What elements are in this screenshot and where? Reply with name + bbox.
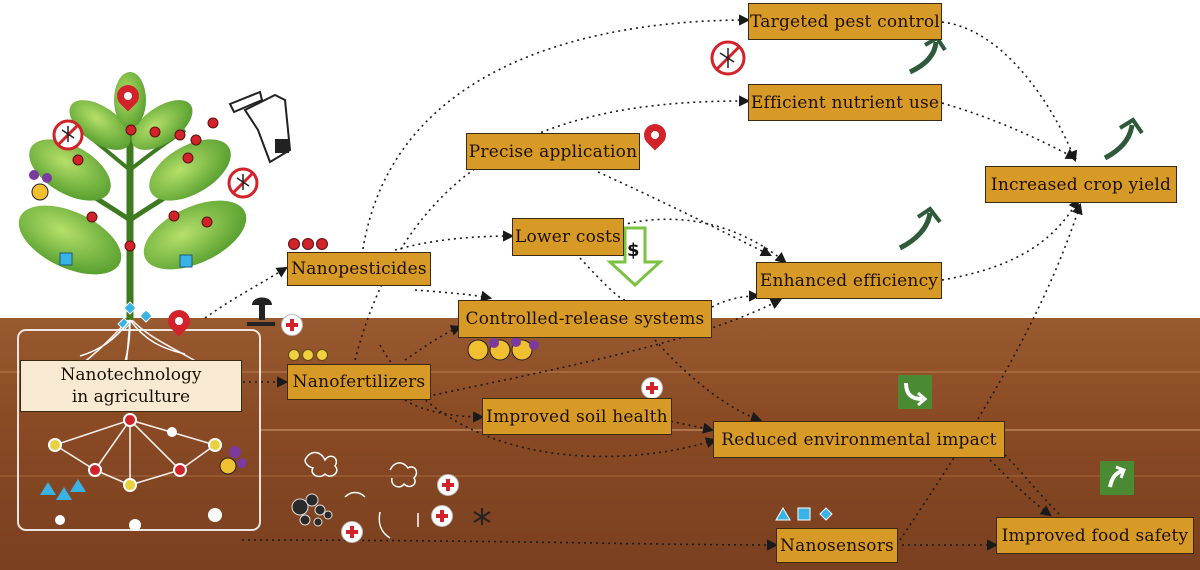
mosquito-ban-icon bbox=[52, 40, 746, 199]
edge bbox=[414, 289, 493, 302]
red-dot-icon bbox=[288, 238, 300, 250]
dollar-icon: $ bbox=[627, 240, 640, 261]
edge bbox=[941, 198, 1080, 281]
node-reduced-environmental-impact: Reduced environmental impact bbox=[713, 421, 1005, 458]
root-network-nodes bbox=[48, 413, 222, 531]
edge bbox=[597, 171, 773, 257]
node-efficient-nutrient-use: Efficient nutrient use bbox=[748, 84, 942, 121]
triangle-markers bbox=[40, 479, 86, 500]
plant-icon bbox=[12, 72, 248, 363]
node-controlled-release-systems: Controlled-release systems bbox=[458, 300, 712, 338]
red-dot-icon bbox=[302, 238, 314, 250]
red-cross-icon bbox=[437, 474, 459, 496]
edge bbox=[711, 290, 761, 308]
edge bbox=[204, 266, 288, 319]
sensor-shapes-icon bbox=[775, 507, 833, 521]
node-enhanced-efficiency: Enhanced efficiency bbox=[756, 262, 942, 299]
node-lower-costs: Lower costs bbox=[512, 218, 624, 256]
green-turn-arrow-icon bbox=[898, 375, 932, 409]
node-improved-soil-health: Improved soil health bbox=[482, 398, 672, 435]
edge bbox=[409, 298, 783, 401]
mushroom-icon bbox=[247, 297, 275, 326]
node-nanopesticides: Nanopesticides bbox=[287, 252, 431, 286]
yellow-dot-icon bbox=[302, 349, 314, 361]
down-arrow-icon bbox=[606, 226, 664, 288]
red-cross-icon bbox=[641, 377, 663, 399]
green-up-arrow-icon bbox=[1100, 461, 1134, 495]
spray-bottle-icon bbox=[228, 90, 292, 164]
edge bbox=[361, 14, 751, 256]
node-nanotechnology-in-agriculture: Nanotechnology in agriculture bbox=[20, 360, 242, 412]
node-precise-application: Precise application bbox=[466, 133, 640, 170]
edge bbox=[404, 325, 463, 361]
microorganism-icon bbox=[304, 451, 419, 539]
node-targeted-pest-control: Targeted pest control bbox=[748, 3, 942, 40]
node-increased-crop-yield: Increased crop yield bbox=[985, 166, 1177, 203]
node-nanofertilizers: Nanofertilizers bbox=[287, 364, 431, 400]
yellow-dot-icon bbox=[316, 349, 328, 361]
nutrient-particles-icon bbox=[29, 170, 247, 475]
red-cross-icon bbox=[341, 521, 363, 543]
node-improved-food-safety: Improved food safety bbox=[996, 517, 1194, 554]
edge bbox=[579, 257, 626, 301]
red-cross-icon bbox=[431, 505, 453, 527]
node-nanosensors: Nanosensors bbox=[776, 528, 898, 563]
red-dot-icon bbox=[316, 238, 328, 250]
red-cross-icon bbox=[281, 314, 303, 336]
root-label-line2: in agriculture bbox=[71, 387, 191, 407]
curved-up-arrow-icon bbox=[898, 35, 1144, 251]
edge bbox=[664, 419, 715, 434]
controlled-release-particles-icon bbox=[467, 337, 539, 361]
yellow-dot-icon bbox=[288, 349, 300, 361]
edge bbox=[989, 459, 1052, 517]
spore-cluster-icon bbox=[291, 493, 333, 527]
edge bbox=[1004, 454, 1061, 516]
edge bbox=[941, 21, 1078, 163]
edge bbox=[941, 102, 1077, 160]
root-label-line1: Nanotechnology bbox=[60, 365, 202, 385]
star-microbe-icon bbox=[473, 508, 491, 525]
edge bbox=[394, 230, 515, 251]
